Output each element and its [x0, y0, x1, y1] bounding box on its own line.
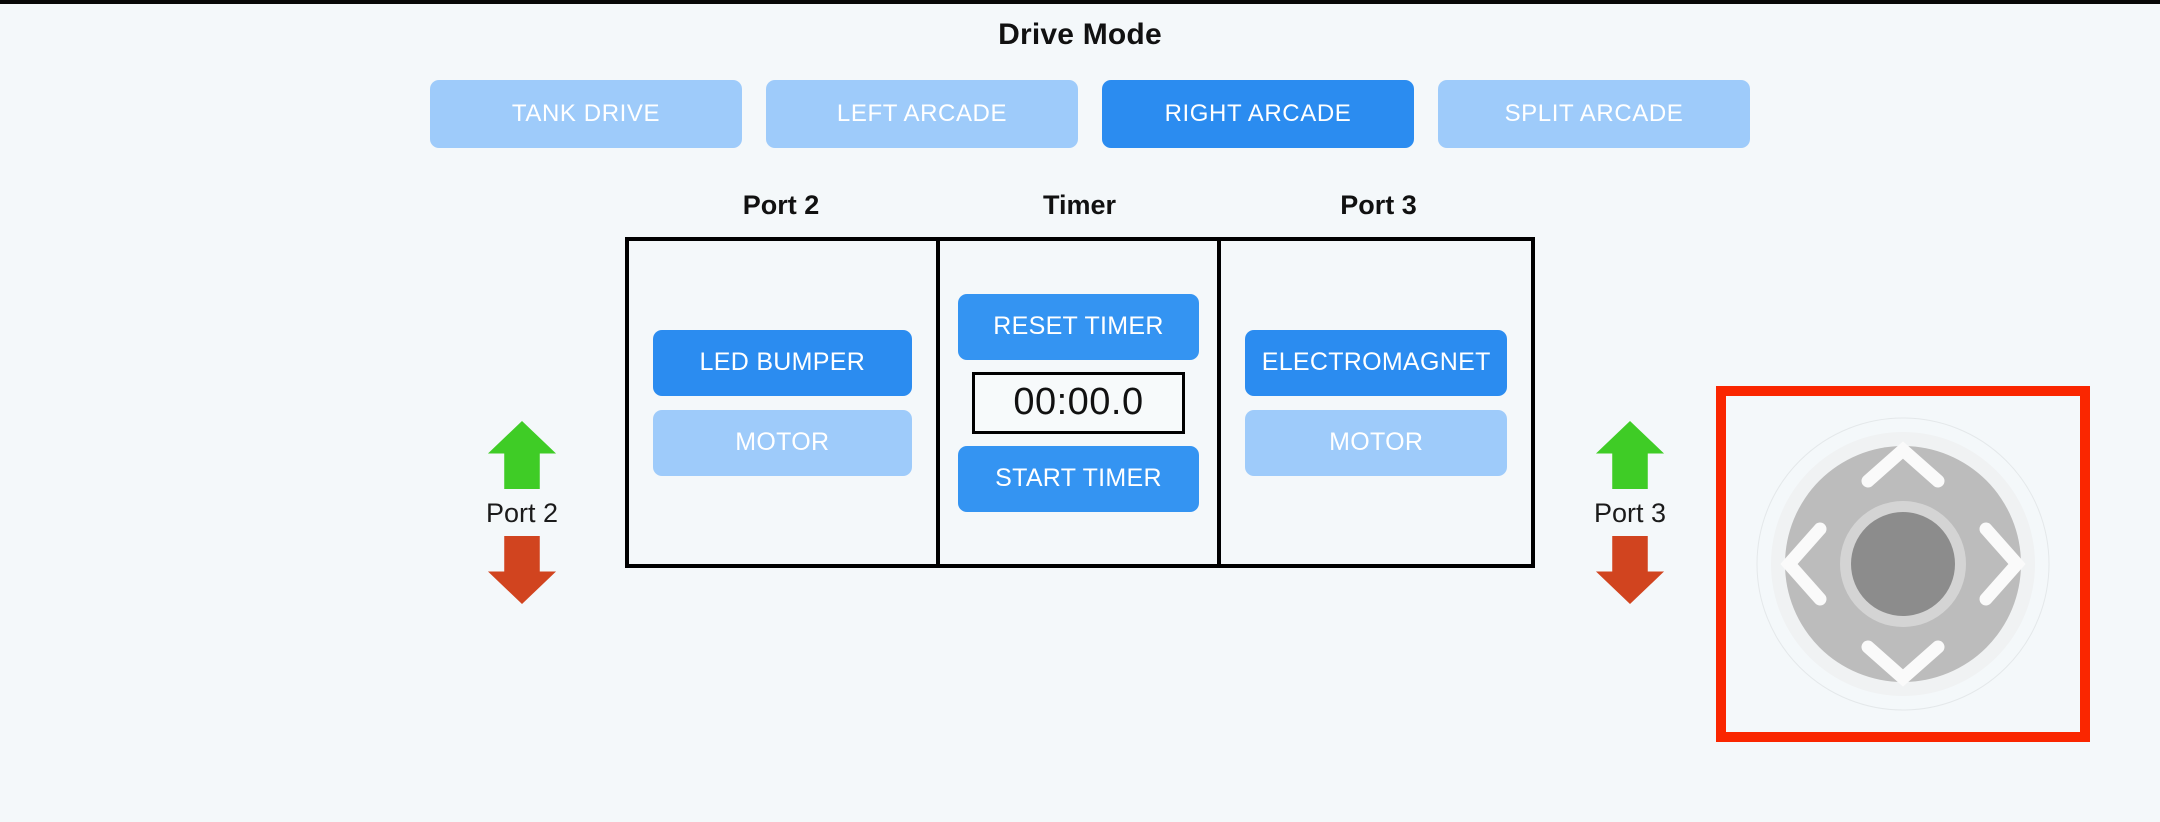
port3-arrow-controls: Port 3 — [1550, 418, 1710, 607]
dpad-joystick-icon[interactable] — [1753, 414, 2053, 714]
reset-timer-label: RESET TIMER — [993, 312, 1164, 340]
drive-mode-left-arcade-button[interactable]: LEFT ARCADE — [766, 80, 1078, 148]
start-timer-label: START TIMER — [995, 464, 1162, 492]
port3-down-arrow-button[interactable] — [1591, 533, 1669, 607]
panel-timer: RESET TIMER 00:00.0 START TIMER — [940, 241, 1222, 564]
drive-mode-split-arcade-label: SPLIT ARCADE — [1504, 100, 1684, 127]
port3-motor-label: MOTOR — [1329, 428, 1424, 456]
port3-arrow-label: Port 3 — [1593, 498, 1667, 528]
port3-electromagnet-label: ELECTROMAGNET — [1261, 348, 1491, 376]
start-timer-button[interactable]: START TIMER — [957, 445, 1200, 512]
port2-arrow-controls: Port 2 — [442, 418, 602, 607]
panel-port2: LED BUMPER MOTOR — [629, 241, 940, 564]
drive-mode-right-arcade-button[interactable]: RIGHT ARCADE — [1102, 80, 1414, 148]
port3-up-arrow-button[interactable] — [1591, 418, 1669, 492]
port2-up-arrow-button[interactable] — [483, 418, 561, 492]
dpad-up-chevron-icon — [1861, 441, 1945, 488]
red-down-arrow-icon — [487, 535, 557, 605]
reset-timer-button[interactable]: RESET TIMER — [957, 293, 1200, 360]
panel-header-port3: Port 3 — [1340, 189, 1417, 220]
port2-led-bumper-button[interactable]: LED BUMPER — [653, 329, 912, 396]
drive-mode-left-arcade-label: LEFT ARCADE — [836, 100, 1008, 127]
dpad-left-chevron-icon — [1780, 522, 1827, 606]
dpad-down-chevron-icon — [1861, 640, 1945, 687]
green-up-arrow-icon — [1595, 420, 1665, 490]
drive-mode-split-arcade-button[interactable]: SPLIT ARCADE — [1438, 80, 1750, 148]
top-black-bar — [0, 0, 2160, 4]
drive-mode-tank-drive-label: TANK DRIVE — [511, 100, 661, 127]
panel-port3: ELECTROMAGNET MOTOR — [1221, 241, 1531, 564]
panel-header-row: Port 2 Timer Port 3 — [625, 188, 1535, 222]
timer-display: 00:00.0 — [972, 371, 1185, 434]
green-up-arrow-icon — [487, 420, 557, 490]
port3-motor-button[interactable]: MOTOR — [1245, 409, 1507, 476]
port3-electromagnet-button[interactable]: ELECTROMAGNET — [1245, 329, 1507, 396]
dpad-right-chevron-icon — [1979, 522, 2026, 606]
drive-mode-right-arcade-label: RIGHT ARCADE — [1164, 100, 1352, 127]
page-title: Drive Mode — [998, 18, 1162, 51]
control-panels-container: LED BUMPER MOTOR RESET TIMER 00:00.0 STA… — [625, 237, 1535, 568]
port2-arrow-label: Port 2 — [485, 498, 559, 528]
port2-motor-button[interactable]: MOTOR — [653, 409, 912, 476]
panel-header-timer: Timer — [1042, 189, 1117, 220]
red-down-arrow-icon — [1595, 535, 1665, 605]
drive-mode-tank-drive-button[interactable]: TANK DRIVE — [430, 80, 742, 148]
port2-led-bumper-label: LED BUMPER — [699, 348, 866, 376]
dpad-highlight-frame — [1716, 386, 2090, 742]
panel-header-port2: Port 2 — [742, 189, 820, 220]
port2-down-arrow-button[interactable] — [483, 533, 561, 607]
drive-mode-button-group: TANK DRIVE LEFT ARCADE RIGHT ARCADE SPLI… — [430, 80, 1750, 148]
port2-motor-label: MOTOR — [735, 428, 830, 456]
